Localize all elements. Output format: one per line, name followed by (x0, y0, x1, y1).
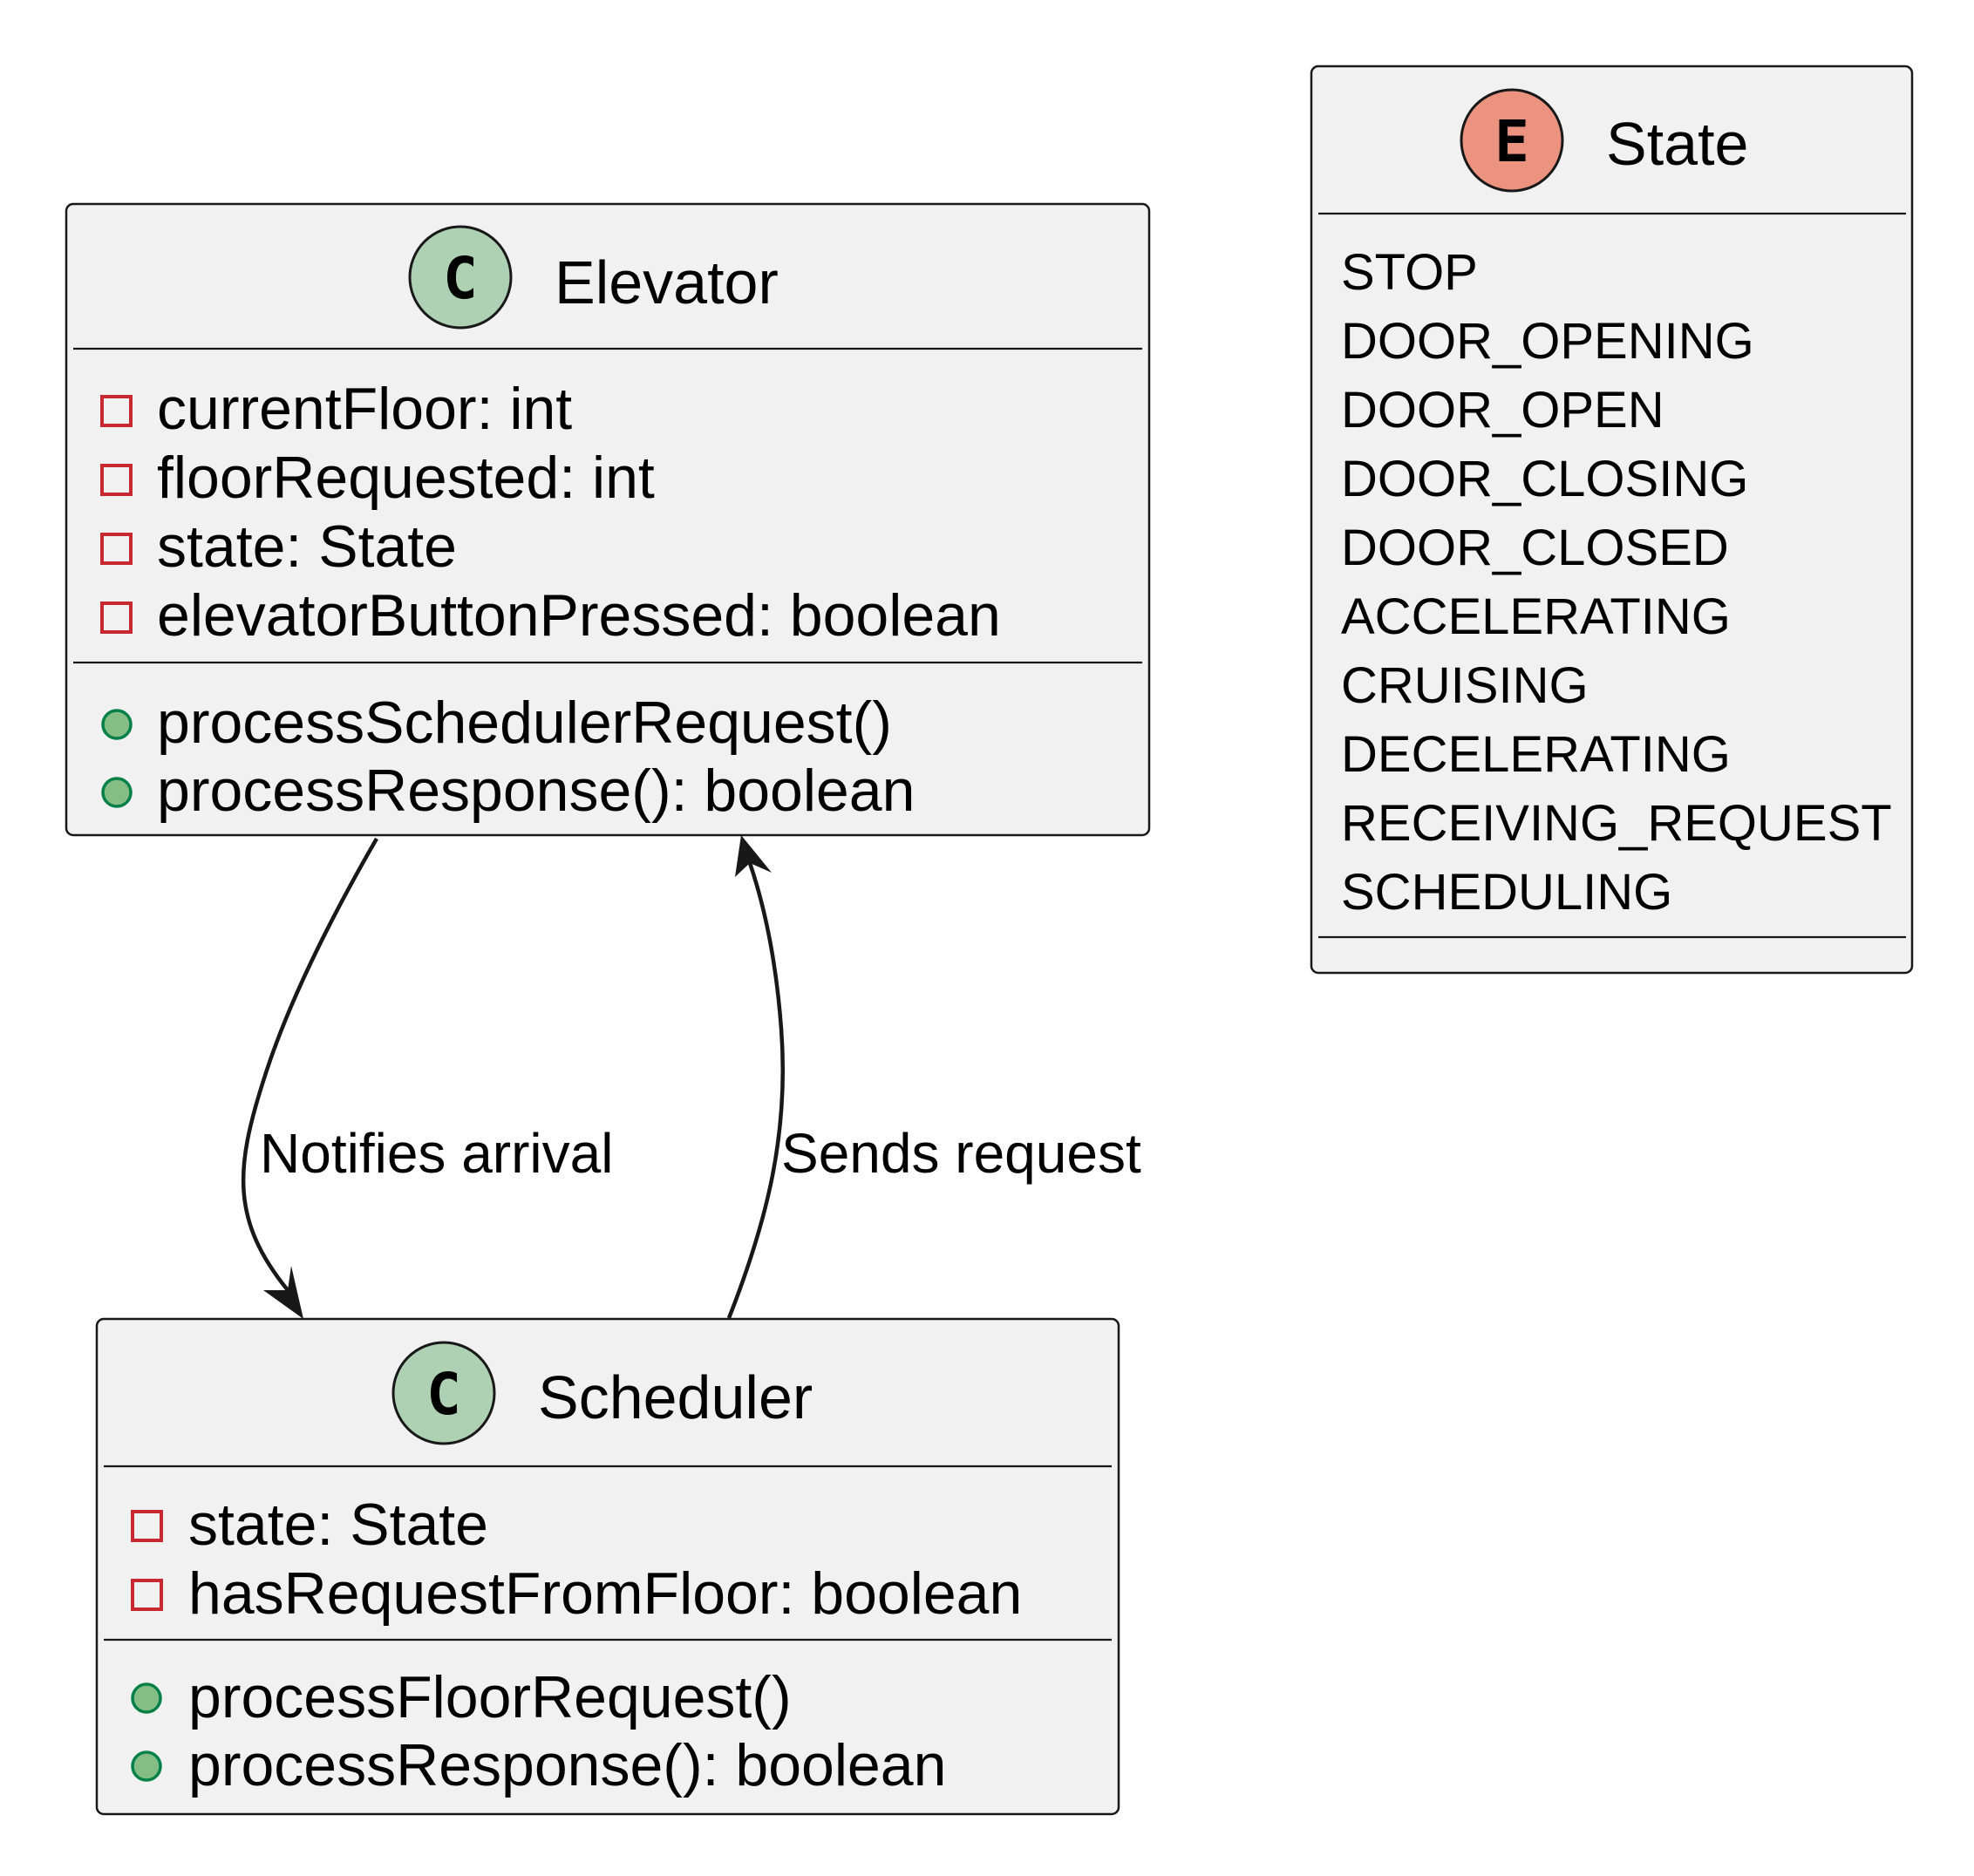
method-row: processResponse(): boolean (131, 1732, 946, 1798)
enum-box (1310, 65, 1914, 975)
private-marker-icon (100, 395, 133, 427)
field-row: state: State (131, 1492, 488, 1558)
public-marker-icon (131, 1750, 162, 1782)
relation-line (241, 837, 378, 1292)
field-text: state: State (188, 1492, 488, 1558)
arrowhead-icon (735, 835, 772, 877)
enum-icon: E (1460, 88, 1564, 193)
enum-value: DOOR_CLOSED (1341, 520, 1729, 576)
enum-value: SCHEDULING (1341, 864, 1672, 921)
enum-value: DOOR_OPENING (1341, 313, 1754, 370)
class-icon-letter: C (426, 1361, 461, 1428)
relation-line (726, 862, 786, 1319)
enum-value: RECEIVING_REQUEST (1341, 795, 1892, 852)
method-row: processFloorRequest() (131, 1664, 792, 1730)
class-scheduler[interactable]: C Scheduler state: State hasRequestFromF… (95, 1317, 1120, 1816)
relation-notifies-arrival[interactable]: Notifies arrival (241, 837, 613, 1319)
public-marker-icon (101, 777, 133, 808)
enum-name: State (1606, 110, 1748, 178)
class-icon: C (391, 1341, 496, 1445)
field-row: state: State (100, 513, 457, 580)
private-marker-icon (131, 1510, 163, 1542)
field-text: floorRequested: int (157, 445, 655, 511)
private-marker-icon (131, 1579, 163, 1611)
enum-value: STOP (1341, 244, 1478, 301)
enum-state[interactable]: E State STOP DOOR_OPENING DOOR_OPEN DOOR… (1310, 65, 1914, 975)
field-row: currentFloor: int (100, 376, 572, 442)
private-marker-icon (100, 464, 133, 496)
class-name: Scheduler (538, 1363, 813, 1431)
method-text: processResponse(): boolean (157, 758, 915, 824)
method-text: processSchedulerRequest() (157, 690, 892, 756)
arrowhead-icon (263, 1266, 303, 1319)
class-box (95, 1317, 1120, 1816)
enum-icon-letter: E (1494, 108, 1529, 175)
relation-sends-request[interactable]: Sends request (726, 835, 1141, 1319)
class-icon: C (408, 225, 513, 330)
relation-label: Sends request (781, 1122, 1141, 1185)
enum-value: CRUISING (1341, 657, 1589, 714)
enum-value: DOOR_CLOSING (1341, 451, 1748, 507)
enum-value: DECELERATING (1341, 726, 1731, 783)
relation-label: Notifies arrival (260, 1122, 613, 1185)
method-text: processResponse(): boolean (188, 1732, 946, 1798)
method-text: processFloorRequest() (188, 1664, 792, 1730)
method-row: processResponse(): boolean (101, 758, 915, 824)
class-box (65, 202, 1151, 837)
private-marker-icon (100, 602, 133, 634)
field-text: state: State (157, 513, 457, 580)
field-text: elevatorButtonPressed: boolean (157, 582, 1001, 649)
enum-value: ACCELERATING (1341, 588, 1731, 645)
enum-value: DOOR_OPEN (1341, 382, 1664, 438)
field-row: elevatorButtonPressed: boolean (100, 582, 1001, 649)
field-row: hasRequestFromFloor: boolean (131, 1560, 1022, 1627)
field-row: floorRequested: int (100, 445, 655, 511)
method-row: processSchedulerRequest() (101, 690, 892, 756)
class-icon-letter: C (443, 245, 478, 312)
public-marker-icon (101, 709, 133, 740)
class-name: Elevator (555, 248, 779, 316)
field-text: currentFloor: int (157, 376, 572, 442)
field-text: hasRequestFromFloor: boolean (188, 1560, 1022, 1627)
class-elevator[interactable]: C Elevator currentFloor: int floorReques… (65, 202, 1151, 837)
public-marker-icon (131, 1682, 162, 1714)
private-marker-icon (100, 533, 133, 565)
